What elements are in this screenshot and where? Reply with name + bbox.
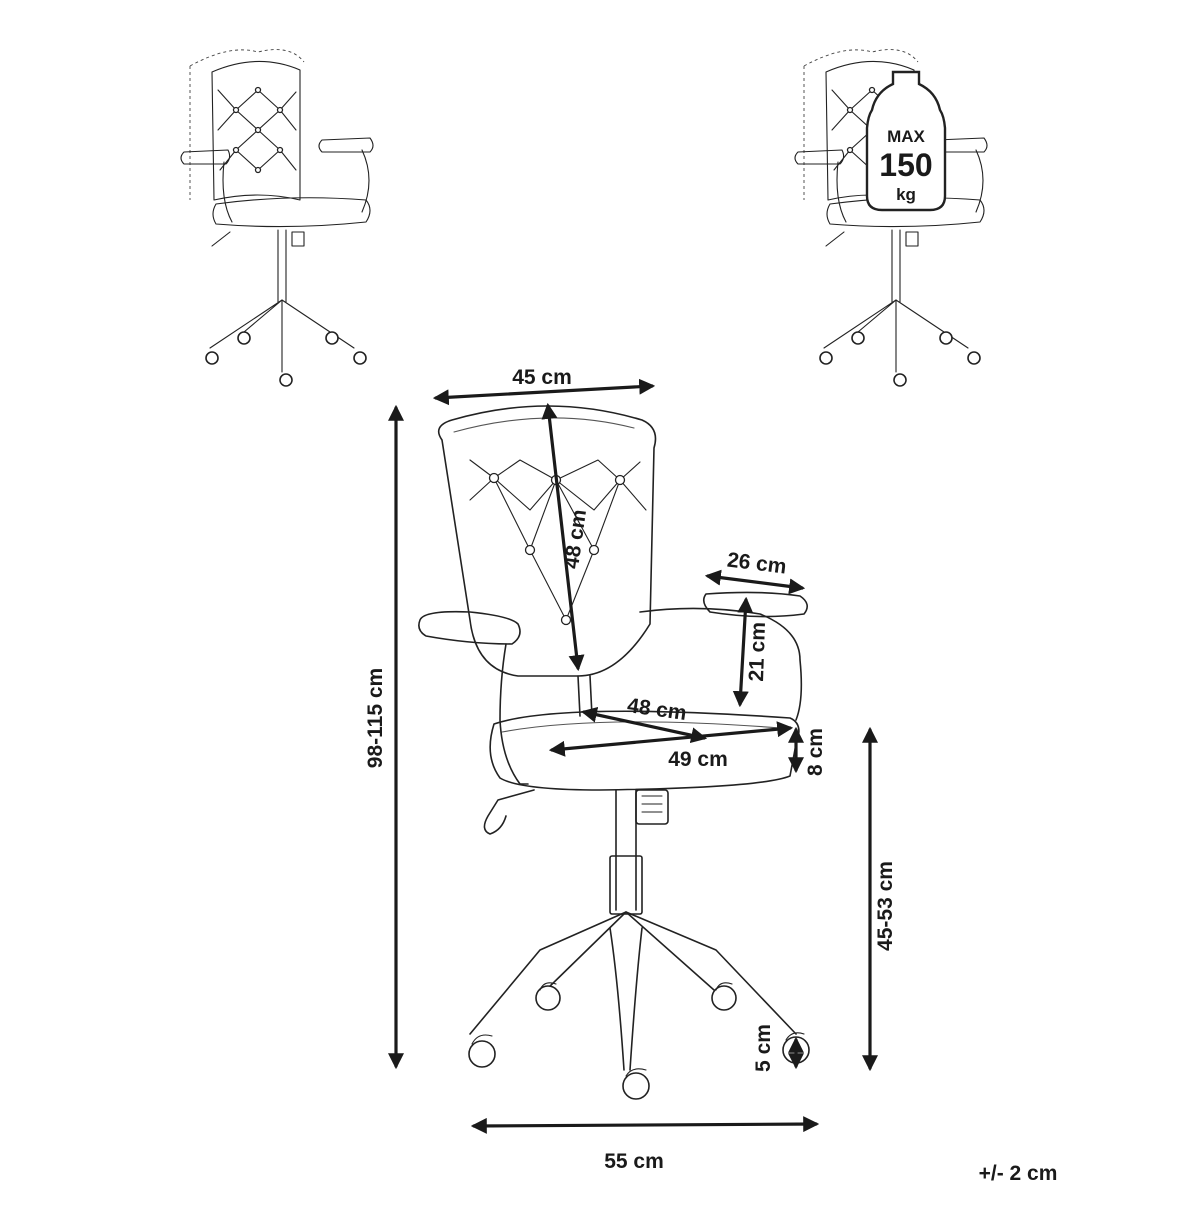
arrow-seat-width [548,721,794,757]
arrow-armrest-length [704,569,806,595]
arrow-backrest-width [432,378,656,406]
label-seat-thickness: 8 cm [804,728,827,776]
label-seat-depth: 48 cm [626,694,688,725]
left-armrest [418,610,521,645]
backrest-support [577,675,593,717]
dimension-labels: 45 cm 48 cm 26 cm 21 cm 48 cm 49 cm 8 cm… [364,366,1057,1185]
label-seat-width: 49 cm [668,748,728,771]
lever [483,789,535,835]
label-backrest-height: 48 cm [560,508,591,570]
thumbnail-chair-left [180,48,374,387]
label-base-width: 55 cm [604,1150,664,1173]
label-seat-height: 45-53 cm [874,861,897,951]
label-total-height: 98-115 cm [364,668,387,768]
height-adjuster [635,789,669,825]
backrest [437,405,657,677]
label-wheel-height: 5 cm [752,1024,775,1072]
label-armrest-height: 21 cm [745,622,770,682]
arrow-armrest-height [732,596,754,708]
weight-badge-number: 150 [879,147,932,183]
weight-badge-max: MAX [887,127,925,146]
label-armrest-length: 26 cm [726,549,788,579]
arrow-base-width [470,1116,820,1134]
seat [489,710,800,791]
main-chair [418,405,810,1100]
star-base [469,911,797,1071]
arrow-backrest-height [541,402,585,672]
weight-badge-unit: kg [896,185,916,204]
gas-cylinder [615,789,637,911]
label-tolerance: +/- 2 cm [979,1162,1058,1185]
dimension-arrows [388,378,878,1134]
weight-badge: MAX 150 kg [865,70,947,212]
label-backrest-width: 45 cm [512,366,572,389]
